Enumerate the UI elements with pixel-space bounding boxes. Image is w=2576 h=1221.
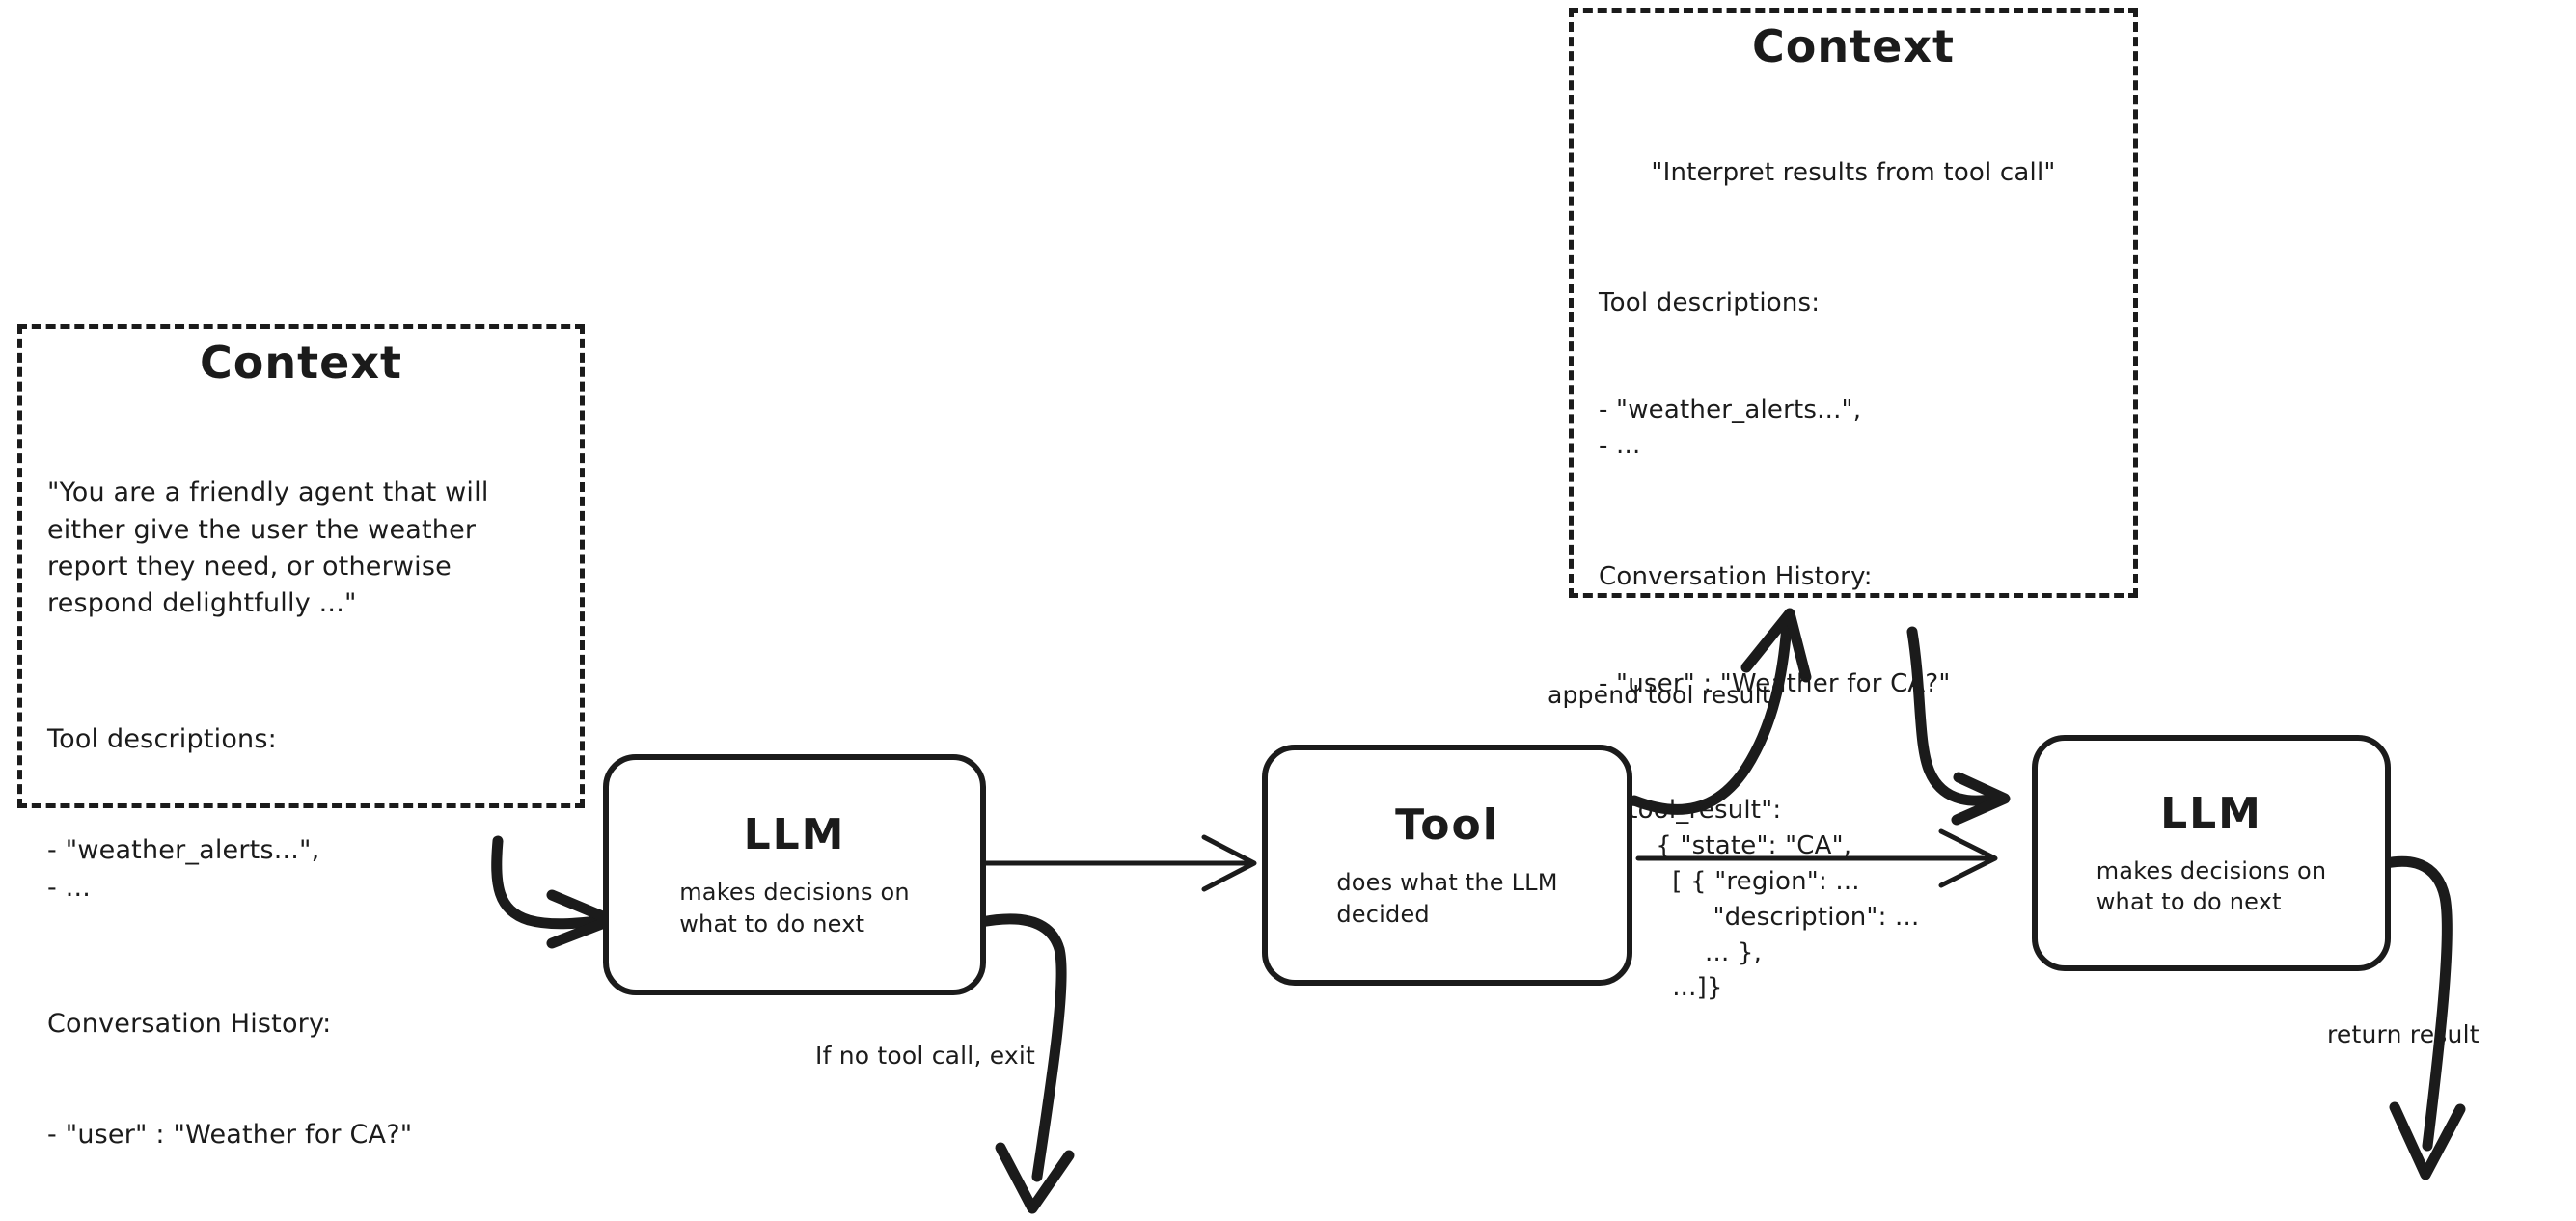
edge-label-if-no-tool-call-exit: If no tool call, exit xyxy=(815,1042,1036,1070)
node-llm-second[interactable]: LLM makes decisions on what to do next xyxy=(2032,735,2391,971)
context-right-conversation-user: - "user" : "Weather for CA?" xyxy=(1599,669,1951,699)
context-right-conversation-heading: Conversation History: xyxy=(1599,562,1873,592)
node-tool-title: Tool xyxy=(1395,800,1499,851)
node-tool[interactable]: Tool does what the LLM decided xyxy=(1262,745,1632,986)
context-left-tool-descriptions-heading: Tool descriptions: xyxy=(47,724,277,755)
context-right-title: Context xyxy=(1752,20,1955,72)
context-left-conversation-items: - "user" : "Weather for CA?" xyxy=(47,1119,413,1150)
edge-label-append-tool-result: append tool result xyxy=(1548,681,1771,709)
edge-label-return-result: return result xyxy=(2327,1020,2480,1048)
arrow-llm1-to-tool xyxy=(983,834,1257,892)
context-right-tool-descriptions-items: - "weather_alerts...", - ... xyxy=(1599,394,1862,460)
context-left-system-prompt: "You are a friendly agent that will eith… xyxy=(47,477,498,619)
node-llm-first-title: LLM xyxy=(743,810,846,860)
node-llm-second-title: LLM xyxy=(2160,788,2262,838)
context-left-title: Context xyxy=(200,337,402,389)
context-right-conversation-tool-result: - "tool_result": { "state": "CA", [ { "r… xyxy=(1599,795,1920,1003)
context-left-tool-descriptions-items: - "weather_alerts...", - ... xyxy=(47,835,320,903)
node-llm-second-subtitle: makes decisions on what to do next xyxy=(2096,856,2327,915)
context-right-tool-descriptions-heading: Tool descriptions: xyxy=(1599,288,1821,318)
node-llm-first-subtitle: makes decisions on what to do next xyxy=(679,879,910,937)
node-tool-subtitle: does what the LLM decided xyxy=(1336,869,1558,928)
context-box-left: Context "You are a friendly agent that w… xyxy=(17,324,585,1150)
context-right-body: "Interpret results from tool call" Tool … xyxy=(1574,85,2133,1078)
context-right-system-prompt: "Interpret results from tool call" xyxy=(1651,158,2056,188)
context-box-right: Context "Interpret results from tool cal… xyxy=(1569,8,2138,1002)
context-left-conversation-heading: Conversation History: xyxy=(47,1008,332,1039)
node-llm-first[interactable]: LLM makes decisions on what to do next xyxy=(603,754,986,995)
context-left-body: "You are a friendly agent that will eith… xyxy=(22,401,580,1221)
